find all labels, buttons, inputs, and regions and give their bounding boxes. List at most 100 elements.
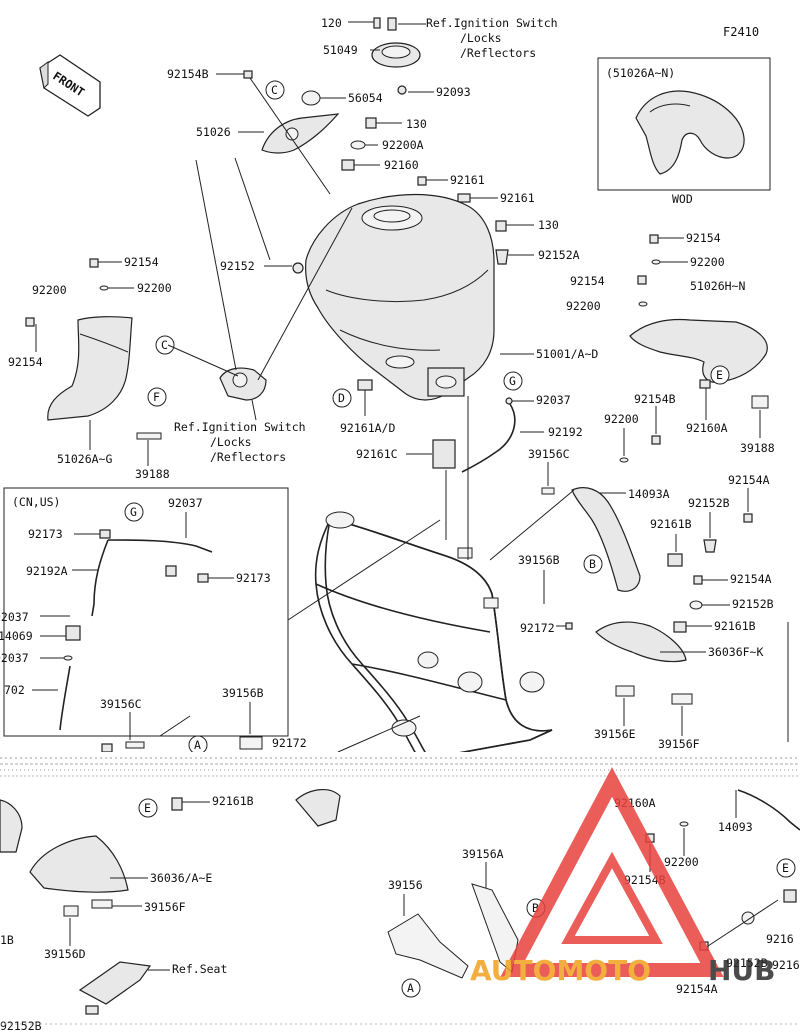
label-92161B-r2: 92161B	[714, 619, 756, 633]
label-92154B-top: 92154B	[167, 67, 209, 81]
label-92161-2: 92161	[500, 191, 535, 205]
label-9216-cut: 9216	[766, 932, 794, 946]
label-92152B-b: 92152B	[726, 956, 768, 970]
label-1B: 1B	[0, 933, 14, 947]
label-ref-seat: Ref.Seat	[172, 962, 227, 976]
label-51026AG: 51026A~G	[57, 452, 112, 466]
label-92154A-r2: 92154A	[730, 572, 772, 586]
label-92154-l: 92154	[124, 255, 159, 269]
label-ref-ignition-mid-1: Ref.Ignition Switch	[174, 420, 306, 434]
label-92161B-r: 92161B	[650, 517, 692, 531]
label-92200-l: 92200	[137, 281, 172, 295]
label-92161C: 92161C	[356, 447, 398, 461]
label-92173-b: 92173	[236, 571, 271, 585]
callout-f: F	[153, 390, 160, 404]
label-39156D: 39156D	[44, 947, 86, 961]
label-92161-1: 92161	[450, 173, 485, 187]
label-92152: 92152	[220, 259, 255, 273]
label-36036AE: 36036/A~E	[150, 871, 212, 885]
label-39188-l: 39188	[135, 467, 170, 481]
callout-c-top: C	[271, 83, 278, 97]
label-39156B-b: 39156B	[222, 686, 264, 700]
label-92093: 92093	[436, 85, 471, 99]
label-39156A: 39156A	[462, 847, 504, 861]
label-92200-r: 92200	[690, 255, 725, 269]
label-92172-r: 92172	[520, 621, 555, 635]
market-box	[3, 487, 289, 737]
frame	[314, 511, 553, 761]
label-39156F-r: 39156F	[658, 737, 700, 751]
label-130-b: 130	[538, 218, 559, 232]
label-92152B-r2: 92152B	[732, 597, 774, 611]
label-92172-b: 92172	[272, 736, 307, 750]
callout-g-top: G	[509, 374, 516, 388]
label-92192: 92192	[548, 425, 583, 439]
side-cover-51026H-N	[629, 318, 768, 383]
market-box-label: (CN,US)	[12, 495, 60, 509]
callout-a-mid: A	[194, 738, 201, 752]
label-9216-cut2: 9216	[772, 958, 800, 972]
label-92152B-r: 92152B	[688, 496, 730, 510]
label-51049: 51049	[323, 43, 358, 57]
side-cover-51026A-G	[47, 316, 133, 421]
label-36036FK: 36036F~K	[708, 645, 763, 659]
label-92037-cut2: 92037	[0, 651, 29, 665]
label-92160A-r: 92160A	[686, 421, 728, 435]
label-14093A: 14093A	[628, 487, 670, 501]
filler-cap-51049	[371, 17, 421, 95]
callout-e-right: E	[716, 368, 723, 382]
label-92200-b: 92200	[664, 855, 699, 869]
label-39156: 39156	[388, 878, 423, 892]
callout-e-lower-right: E	[782, 861, 789, 875]
cover-51026	[261, 113, 340, 154]
label-39156F-b: 39156F	[144, 900, 186, 914]
ignition-switch-mid	[219, 367, 267, 401]
label-92154-ll: 92154	[8, 355, 43, 369]
label-92154B-r: 92154B	[634, 392, 676, 406]
label-92200-r3: 92200	[604, 412, 639, 426]
label-14069: 14069	[0, 629, 33, 643]
callout-b-right: B	[589, 557, 596, 571]
label-92152B-cut: 92152B	[0, 1019, 42, 1033]
label-92154A-b: 92154A	[676, 982, 718, 996]
fuel-tank-51001	[305, 193, 495, 401]
label-51026HN: 51026H~N	[690, 279, 745, 293]
label-ref-ignition-top-2: /Locks	[460, 31, 502, 45]
label-92152A: 92152A	[538, 248, 580, 262]
label-39156B-r: 39156B	[518, 553, 560, 567]
label-92200-ll: 92200	[32, 283, 67, 297]
wod-cowl-part	[635, 90, 745, 175]
label-92200-r2: 92200	[566, 299, 601, 313]
label-ref-ignition-mid-3: /Reflectors	[210, 450, 286, 464]
label-39156C-b: 39156C	[100, 697, 142, 711]
variant-box-label: (51026A~N)	[606, 66, 675, 80]
label-92161B-b: 92161B	[212, 794, 254, 808]
callout-a-lower: A	[407, 981, 414, 995]
callout-d: D	[338, 391, 345, 405]
label-92160: 92160	[384, 158, 419, 172]
label-14093: 14093	[718, 820, 753, 834]
callout-e-left: E	[144, 801, 151, 815]
label-39156C-r: 39156C	[528, 447, 570, 461]
label-92037-cut: 92037	[0, 610, 29, 624]
label-39156E: 39156E	[594, 727, 636, 741]
bracket-mid-lower	[295, 789, 341, 827]
front-arrow-icon: FRONT	[39, 54, 101, 117]
label-92154-r2: 92154	[570, 274, 605, 288]
label-92154A-r: 92154A	[728, 473, 770, 487]
cover-left-partial	[0, 799, 23, 853]
callout-b-lower: B	[532, 901, 539, 915]
label-ref-ignition-top-1: Ref.Ignition Switch	[426, 16, 558, 30]
label-92192A: 92192A	[26, 564, 68, 578]
label-702: 702	[4, 683, 25, 697]
cover-36036F-K	[595, 621, 687, 663]
variant-box-caption: WOD	[672, 192, 693, 206]
label-51026: 51026	[196, 125, 231, 139]
label-39188-r: 39188	[740, 441, 775, 455]
label-120: 120	[321, 16, 342, 30]
scan-noise-band	[0, 752, 800, 782]
label-130-a: 130	[406, 117, 427, 131]
watermark-automoto: AUTOMOTO	[470, 954, 651, 987]
callout-c-left: C	[161, 338, 168, 352]
